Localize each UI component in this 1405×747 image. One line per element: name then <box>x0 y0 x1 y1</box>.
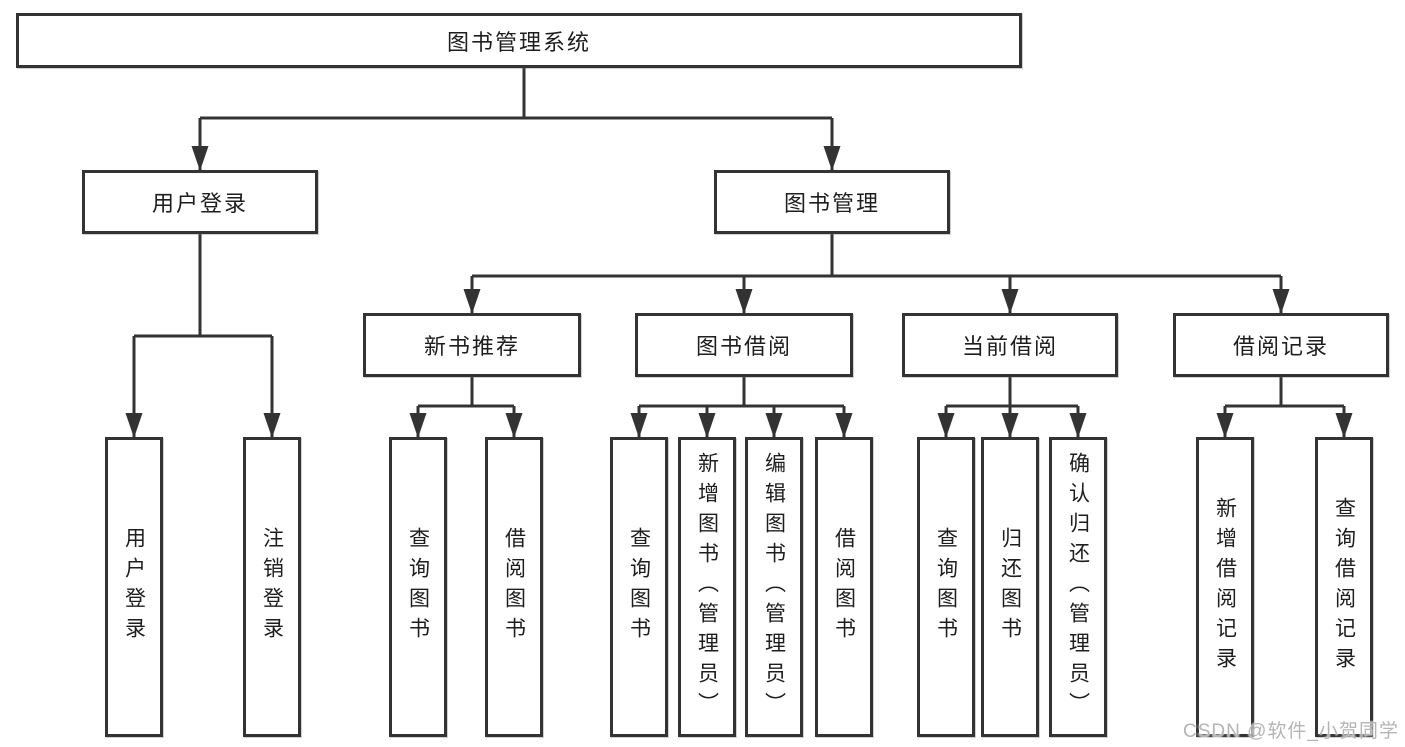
node-current-borrowing: 当前借阅 <box>902 313 1118 377</box>
node-user-login: 用户登录 <box>82 170 318 234</box>
leaf-logout: 注销登录 <box>243 437 301 737</box>
leaf-return-book: 归还图书 <box>981 437 1039 737</box>
arrowhead-icons <box>125 146 1353 438</box>
node-root-system: 图书管理系统 <box>16 13 1022 68</box>
node-book-management: 图书管理 <box>714 170 950 234</box>
leaf-add-borrow-record: 新增借阅记录 <box>1196 437 1254 737</box>
leaf-edit-book-admin: 编辑图书（管理员） <box>745 437 803 737</box>
leaf-add-book-admin: 新增图书（管理员） <box>678 437 736 737</box>
csdn-watermark: CSDN @软件_小贺同学 <box>1183 721 1399 742</box>
leaf-confirm-return-admin: 确认归还（管理员） <box>1049 437 1107 737</box>
tree-edges <box>132 68 1346 438</box>
leaf-query-books-current: 查询图书 <box>917 437 975 737</box>
leaf-query-books-recommend: 查询图书 <box>389 437 447 737</box>
leaf-user-login: 用户登录 <box>105 437 163 737</box>
node-borrowing-records: 借阅记录 <box>1173 313 1389 377</box>
leaf-borrow-books-recommend: 借阅图书 <box>485 437 543 737</box>
leaf-borrow-books-borrowing: 借阅图书 <box>815 437 873 737</box>
leaf-query-books-borrowing: 查询图书 <box>610 437 668 737</box>
leaf-query-borrow-record: 查询借阅记录 <box>1315 437 1373 737</box>
node-new-book-recommend: 新书推荐 <box>363 313 581 377</box>
node-book-borrowing: 图书借阅 <box>635 313 853 377</box>
